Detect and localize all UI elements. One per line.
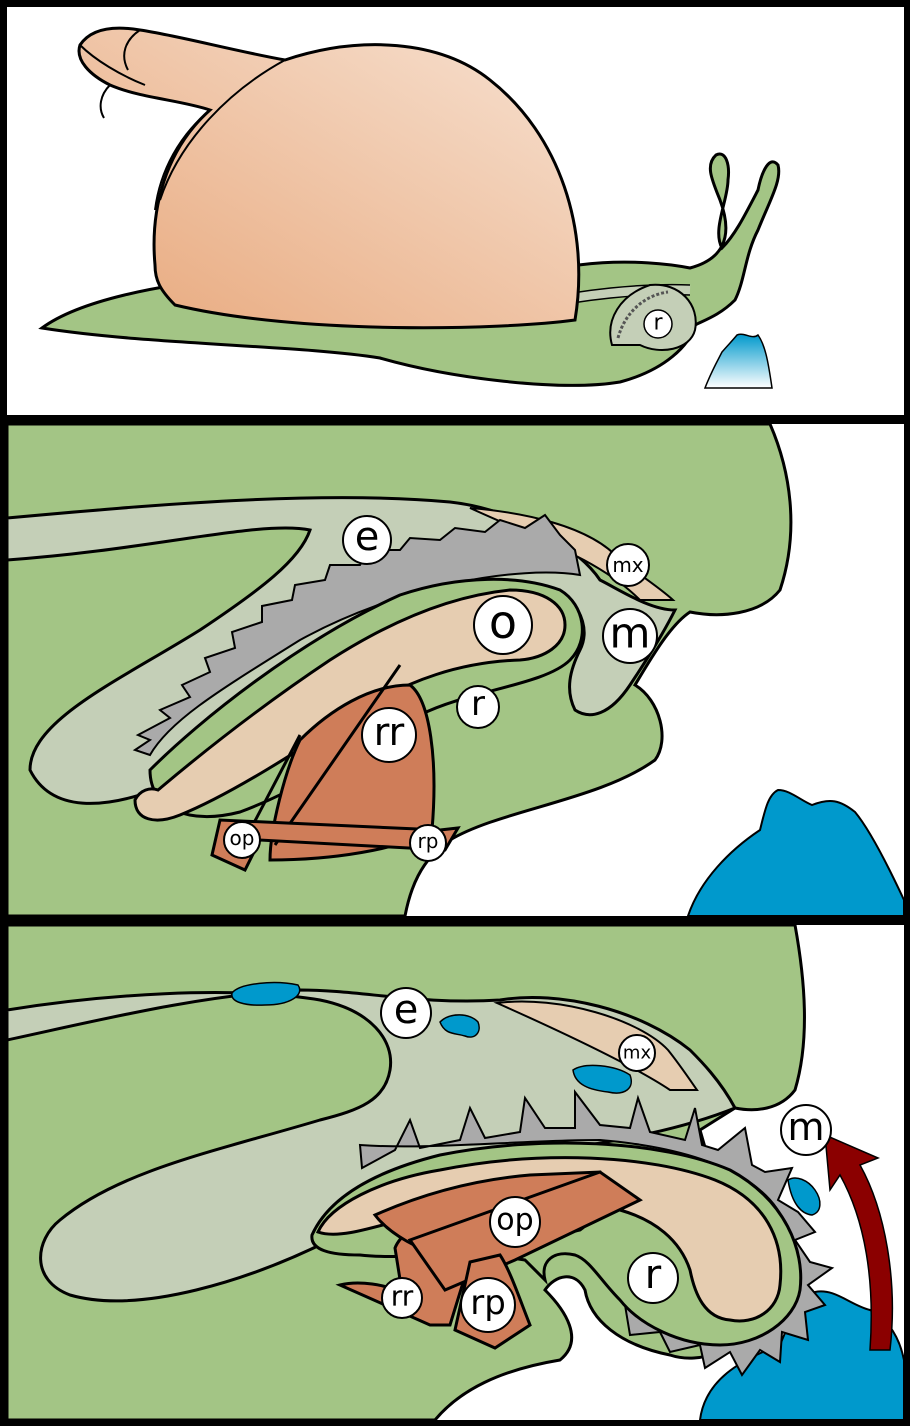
label-rr-p2: rr bbox=[361, 707, 417, 763]
panel-buccal-rest: e mx o m r rr bbox=[7, 424, 904, 916]
panel-buccal-feeding: e mx m op r rr bbox=[7, 925, 904, 1420]
svg-text:e: e bbox=[394, 987, 419, 1033]
label-op-p3: op bbox=[489, 1196, 541, 1248]
p3-motion-arrow[interactable] bbox=[824, 1133, 894, 1351]
label-r-p2: r bbox=[456, 684, 500, 729]
label-r-top: r bbox=[643, 309, 673, 339]
food-p2 bbox=[686, 788, 904, 916]
svg-text:op: op bbox=[496, 1203, 533, 1238]
label-op-p2: op bbox=[223, 821, 261, 859]
label-e-p2: e bbox=[342, 514, 392, 565]
label-r-p3: r bbox=[627, 1252, 679, 1304]
svg-text:o: o bbox=[489, 595, 517, 649]
label-o-p2: o bbox=[473, 595, 533, 655]
svg-text:mx: mx bbox=[623, 1043, 652, 1064]
svg-text:rr: rr bbox=[391, 1280, 414, 1313]
label-rp-p2: rp bbox=[409, 824, 447, 862]
food-top bbox=[703, 333, 773, 389]
svg-text:m: m bbox=[787, 1105, 824, 1149]
svg-text:e: e bbox=[355, 514, 380, 560]
svg-text:op: op bbox=[230, 826, 255, 850]
snail-foot bbox=[38, 152, 781, 387]
label-e-p3: e bbox=[380, 987, 432, 1039]
label-rp-p3: rp bbox=[460, 1277, 516, 1333]
svg-text:rp: rp bbox=[418, 829, 439, 853]
svg-text:r: r bbox=[471, 684, 485, 724]
label-mx-p3: mx bbox=[618, 1034, 656, 1072]
svg-text:mx: mx bbox=[612, 553, 643, 577]
label-mx-p2: mx bbox=[606, 543, 650, 587]
svg-text:rr: rr bbox=[374, 710, 405, 754]
label-m-p3: m bbox=[780, 1104, 832, 1156]
svg-text:r: r bbox=[653, 311, 663, 336]
panel-snail: r bbox=[7, 7, 904, 415]
svg-text:m: m bbox=[610, 609, 651, 658]
p2-radula-teeth bbox=[132, 513, 582, 757]
label-m-p2: m bbox=[602, 608, 658, 664]
label-rr-p3: rr bbox=[381, 1277, 423, 1319]
svg-text:r: r bbox=[645, 1252, 662, 1298]
snail-shell bbox=[77, 26, 581, 330]
svg-text:rp: rp bbox=[470, 1283, 506, 1323]
